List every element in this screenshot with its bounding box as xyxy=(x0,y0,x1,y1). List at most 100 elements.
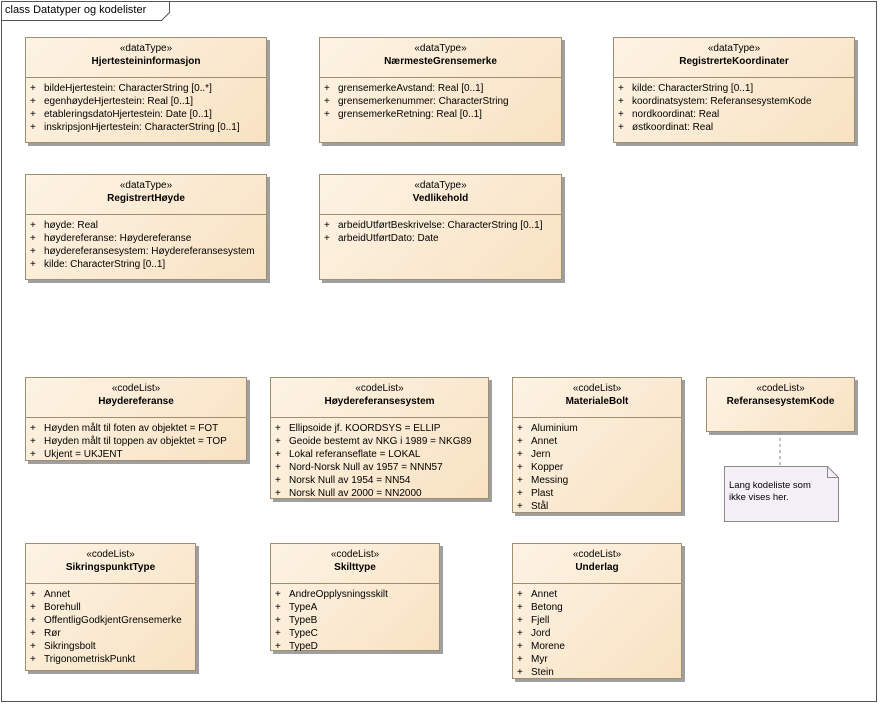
attribute-text: Ukjent = UKJENT xyxy=(44,449,123,460)
class-name: NærmesteGrensemerke xyxy=(384,56,497,67)
attribute-row: +Ellipsoide jf. KOORDSYS = ELLIP xyxy=(271,422,488,435)
class-vedlikehold[interactable]: «dataType» Vedlikehold + arbeidUtførtBeskri… xyxy=(319,174,562,280)
class-attributes: +Ellipsoide jf. KOORDSYS = ELLIP + Geoide … xyxy=(271,418,488,500)
class-underlag[interactable]: «codeList»Underlag+Annet+Betong+Fjell+Jo… xyxy=(512,543,682,679)
attribute-text: TypeA xyxy=(289,602,318,613)
visibility-marker: + xyxy=(517,423,523,434)
attribute-row: +Plast xyxy=(513,487,681,500)
visibility-marker: + xyxy=(324,220,330,231)
attribute-row: +høydereferanse: Høydereferanse xyxy=(26,232,266,245)
attribute-text: Norsk Null av 1954 = NN54 xyxy=(289,475,411,486)
class-header: «dataType»RegistrertHøyde xyxy=(26,175,266,215)
visibility-marker: + xyxy=(30,589,36,600)
class-header: «dataType»Hjertesteininformasjon xyxy=(26,38,266,78)
class-stereotype: «dataType» xyxy=(414,180,467,191)
class-header: «codeList»Underlag xyxy=(513,544,681,584)
attribute-row: + Aluminium xyxy=(513,422,681,435)
attribute-row: +Borehull xyxy=(26,601,195,614)
attribute-row: +nordkoordinat: Real xyxy=(614,108,854,121)
frame-title-tab xyxy=(1,1,170,21)
attribute-text: Stål xyxy=(531,501,549,512)
attribute-text: Sikringsbolt xyxy=(44,641,96,652)
class-name: Vedlikehold xyxy=(412,193,469,204)
visibility-marker: + xyxy=(275,641,281,652)
visibility-marker: + xyxy=(517,462,523,473)
class-attributes: +høyde: Real+høydereferanse: Høyderefera… xyxy=(26,215,266,271)
attribute-row: + Sikringsbolt xyxy=(26,640,195,653)
visibility-marker: + xyxy=(275,628,281,639)
class-name: RegistrerteKoordinater xyxy=(679,56,789,67)
visibility-marker: + xyxy=(275,602,281,613)
class-skilttype[interactable]: «codeList»Skilttype +AndreOpplysningsskil… xyxy=(270,543,440,652)
class-referansesystemkode[interactable]: «codeList»ReferansesystemKode xyxy=(706,377,855,432)
visibility-marker: + xyxy=(30,436,36,447)
attribute-row: + TypeA xyxy=(271,601,439,614)
attribute-row: +Rør xyxy=(26,627,195,640)
attribute-text: grensemerkeRetning: Real [0..1] xyxy=(338,109,482,120)
class-regkoord[interactable]: «dataType»RegistrerteKoordinater+kilde: … xyxy=(613,37,855,143)
class-header: «codeList»Skilttype xyxy=(271,544,439,584)
attribute-row: + Stål xyxy=(513,500,681,513)
class-attributes: +grensemerkeAvstand: Real [0..1]+grensem… xyxy=(320,78,561,121)
attribute-row: +arbeidUtførtDato: Date xyxy=(320,232,561,245)
attribute-text: arbeidUtførtBeskrivelse: CharacterString… xyxy=(338,220,543,231)
attribute-text: Jord xyxy=(531,628,551,639)
attribute-text: Geoide bestemt av NKG i 1989 = NKG89 xyxy=(289,436,472,447)
class-stereotype: «codeList» xyxy=(86,549,135,560)
class-reghoyde[interactable]: «dataType»RegistrertHøyde+høyde: Real+hø… xyxy=(25,174,267,280)
attribute-text: Høyden målt til toppen av objektet = TOP xyxy=(44,436,227,447)
visibility-marker: + xyxy=(517,667,523,678)
class-header: «codeList»ReferansesystemKode xyxy=(707,378,854,435)
attribute-row: +AndreOpplysningsskilt xyxy=(271,588,439,601)
visibility-marker: + xyxy=(275,615,281,626)
class-sikringspunkttype[interactable]: «codeList»SikringspunktType+Annet+Borehu… xyxy=(25,543,196,671)
attribute-text: TypeB xyxy=(289,615,318,626)
attribute-row: + TypeB xyxy=(271,614,439,627)
visibility-marker: + xyxy=(324,96,330,107)
attribute-text: kilde: CharacterString [0..1] xyxy=(44,259,166,270)
attribute-row: +Annet xyxy=(513,435,681,448)
attribute-text: Stein xyxy=(531,667,554,678)
attribute-text: egenhøydeHjertestein: Real [0..1] xyxy=(44,96,193,107)
note-text: Lang kodeliste som ikke vises her. xyxy=(729,480,811,503)
visibility-marker: + xyxy=(618,96,624,107)
class-hoydereferanse[interactable]: «codeList»Høydereferanse+Høyden målt til… xyxy=(25,377,247,461)
attribute-row: +inskripsjonHjertestein: CharacterString… xyxy=(26,121,266,134)
visibility-marker: + xyxy=(517,501,523,512)
attribute-text: etableringsdatoHjertestein: Date [0..1] xyxy=(44,109,212,120)
class-stereotype: «dataType» xyxy=(414,43,467,54)
attribute-text: Myr xyxy=(531,654,548,665)
visibility-marker: + xyxy=(30,423,36,434)
class-header: «codeList»Høydereferanse xyxy=(26,378,246,418)
visibility-marker: + xyxy=(30,122,36,133)
visibility-marker: + xyxy=(517,654,523,665)
attribute-text: Betong xyxy=(531,602,563,613)
visibility-marker: + xyxy=(275,475,281,486)
class-name: Underlag xyxy=(575,562,619,573)
attribute-text: Kopper xyxy=(531,462,564,473)
attribute-text: høydereferansesystem: Høydereferansesyst… xyxy=(44,246,255,257)
class-name: MaterialeBolt xyxy=(565,396,629,407)
class-hjertestein[interactable]: «dataType»Hjertesteininformasjon+bildeHj… xyxy=(25,37,267,143)
attribute-text: Messing xyxy=(531,475,569,486)
class-naermeste[interactable]: «dataType» NærmesteGrensemerke + grensemerk… xyxy=(319,37,562,143)
attribute-row: +etableringsdatoHjertestein: Date [0..1] xyxy=(26,108,266,121)
attribute-row: +Morene xyxy=(513,640,681,653)
visibility-marker: + xyxy=(30,641,36,652)
attribute-row: +TrigonometriskPunkt xyxy=(26,653,195,666)
visibility-marker: + xyxy=(30,259,36,270)
attribute-row: + Myr xyxy=(513,653,681,666)
attribute-row: + arbeidUtførtBeskrivelse: CharacterStrin… xyxy=(320,219,561,232)
attribute-text: koordinatsystem: ReferansesystemKode xyxy=(632,96,812,107)
class-header: «dataType»RegistrerteKoordinater xyxy=(614,38,854,78)
attribute-text: Aluminium xyxy=(531,423,578,434)
attribute-text: grensemerkeAvstand: Real [0..1] xyxy=(338,83,484,94)
class-materialebolt[interactable]: «codeList»MaterialeBolt+Aluminium+Annet+… xyxy=(512,377,682,513)
class-hoydereferansesystem[interactable]: «codeList»Høydereferansesystem+Ellipsoid… xyxy=(270,377,489,499)
attribute-text: nordkoordinat: Real xyxy=(632,109,720,120)
visibility-marker: + xyxy=(517,436,523,447)
class-attributes: +Høyden målt til foten av objektet = FOT… xyxy=(26,418,246,461)
attribute-text: Jern xyxy=(531,449,551,460)
visibility-marker: + xyxy=(275,449,281,460)
